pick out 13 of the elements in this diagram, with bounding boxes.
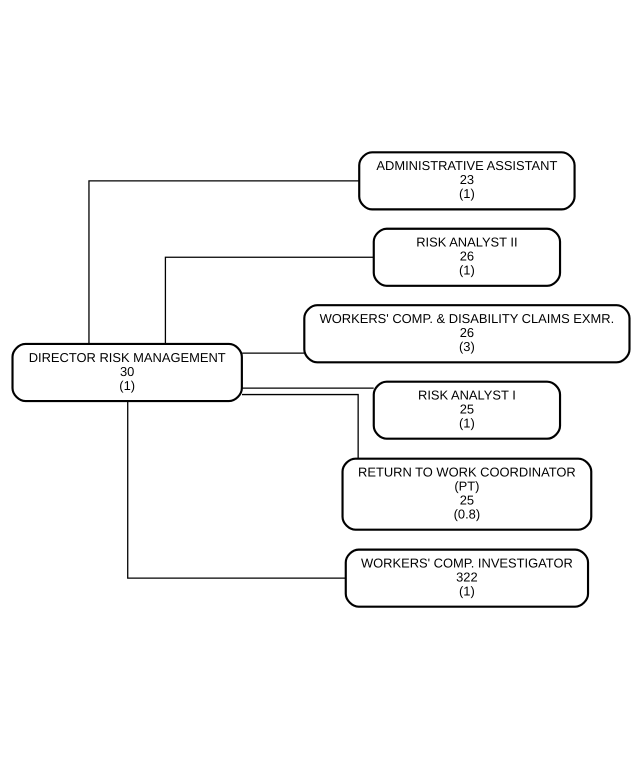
connector [127, 401, 346, 579]
connector [88, 180, 360, 344]
node-box: WORKERS' COMP. INVESTIGATOR 322 (1) [344, 548, 590, 608]
connector [242, 387, 374, 389]
node-box: WORKERS' COMP. & DISABILITY CLAIMS EXMR. 26 (3) [303, 304, 631, 364]
connector [164, 256, 374, 344]
node-box: RISK ANALYST II 26 (1) [372, 228, 562, 287]
node-box: RISK ANALYST I 25 (1) [372, 380, 562, 440]
node-box: DIRECTOR RISK MANAGEMENT 30 (1) [11, 342, 243, 402]
node-box: ADMINISTRATIVE ASSISTANT 23 (1) [358, 151, 576, 210]
connector [242, 352, 304, 354]
node-box: RETURN TO WORK COORDINATOR (PT) 25 (0.8) [341, 458, 592, 531]
connector [242, 394, 359, 458]
